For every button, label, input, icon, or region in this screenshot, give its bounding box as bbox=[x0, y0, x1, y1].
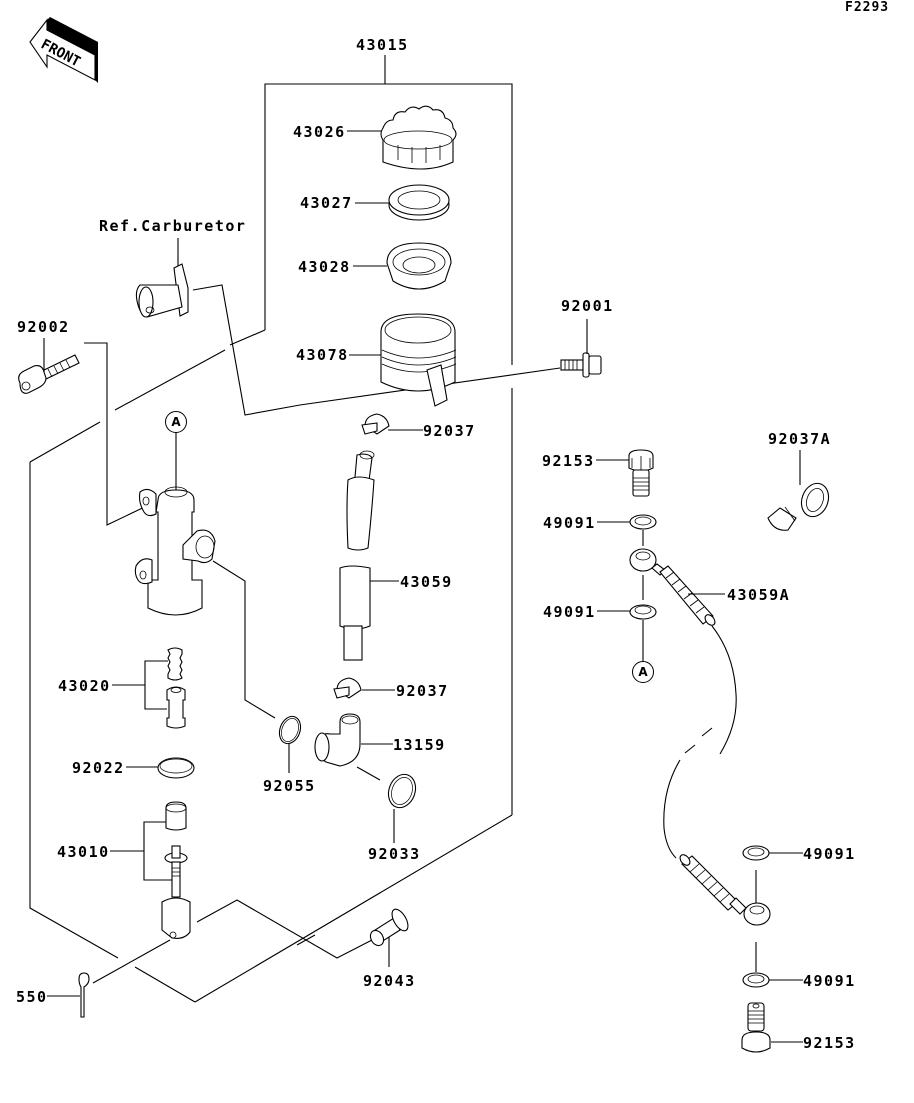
part-label-43059A[interactable]: 43059A bbox=[727, 586, 791, 604]
clevis-pin-icon bbox=[369, 908, 409, 947]
part-label-49091-1[interactable]: 49091 bbox=[543, 514, 596, 532]
piston-kit-icon bbox=[166, 647, 186, 729]
part-label-13159[interactable]: 13159 bbox=[393, 736, 446, 754]
part-label-92022[interactable]: 92022 bbox=[72, 759, 125, 777]
part-label-550[interactable]: 550 bbox=[16, 988, 48, 1006]
part-label-92002[interactable]: 92002 bbox=[17, 318, 70, 336]
master-cylinder-body-icon bbox=[134, 486, 216, 616]
callout-a-hose: A bbox=[632, 661, 654, 683]
part-label-92055[interactable]: 92055 bbox=[263, 777, 316, 795]
part-label-92043[interactable]: 92043 bbox=[363, 972, 416, 990]
cotter-pin-icon bbox=[78, 972, 90, 1018]
part-label-43078[interactable]: 43078 bbox=[296, 346, 349, 364]
part-label-92001[interactable]: 92001 bbox=[561, 297, 614, 315]
washer-2-icon bbox=[629, 604, 657, 620]
part-label-43015[interactable]: 43015 bbox=[356, 36, 409, 54]
diaphragm-icon bbox=[386, 242, 452, 290]
part-label-49091-4[interactable]: 49091 bbox=[803, 972, 856, 990]
part-label-43028[interactable]: 43028 bbox=[298, 258, 351, 276]
part-label-43027[interactable]: 43027 bbox=[300, 194, 353, 212]
part-label-92037A[interactable]: 92037A bbox=[768, 430, 832, 448]
banjo-bolt-upper-icon bbox=[628, 449, 654, 497]
brake-hose-upper-fitting-icon bbox=[629, 548, 716, 626]
reservoir-hose-icon bbox=[339, 450, 375, 661]
cap-plate-icon bbox=[388, 184, 450, 221]
part-label-43010[interactable]: 43010 bbox=[57, 843, 110, 861]
push-rod-icon bbox=[161, 801, 191, 939]
part-label-43059[interactable]: 43059 bbox=[400, 573, 453, 591]
washer-4-icon bbox=[742, 972, 770, 988]
assembly-bracket bbox=[194, 55, 513, 1003]
washer-1-icon bbox=[629, 514, 657, 530]
banjo-bolt-lower-icon bbox=[741, 1002, 771, 1053]
circlip-icon bbox=[387, 773, 417, 809]
hose-elbow-icon bbox=[314, 713, 361, 767]
part-label-92037-lower[interactable]: 92037 bbox=[396, 682, 449, 700]
reference-note: Ref.Carburetor bbox=[99, 217, 247, 235]
front-arrow-icon: FRONT bbox=[29, 17, 98, 83]
snap-ring-icon bbox=[157, 757, 195, 779]
part-label-43020[interactable]: 43020 bbox=[58, 677, 111, 695]
hose-clamp-a-icon bbox=[767, 482, 830, 531]
part-label-92153-upper[interactable]: 92153 bbox=[542, 452, 595, 470]
part-label-49091-3[interactable]: 49091 bbox=[803, 845, 856, 863]
washer-3-icon bbox=[742, 845, 770, 861]
part-label-49091-2[interactable]: 49091 bbox=[543, 603, 596, 621]
bolt-icon bbox=[560, 352, 602, 378]
reservoir-cap-icon bbox=[380, 105, 457, 170]
carburetor-fitting-icon bbox=[135, 263, 189, 318]
part-label-43026[interactable]: 43026 bbox=[293, 123, 346, 141]
part-label-92037-upper[interactable]: 92037 bbox=[423, 422, 476, 440]
o-ring-icon bbox=[278, 715, 302, 745]
callout-a-body: A bbox=[165, 411, 187, 433]
reservoir-tank-icon bbox=[380, 313, 457, 407]
hose-clamp-lower-icon bbox=[333, 677, 362, 699]
frame-lines bbox=[29, 284, 561, 1003]
hose-clamp-upper-icon bbox=[361, 413, 390, 435]
brake-hose-line bbox=[663, 625, 737, 859]
socket-bolt-icon bbox=[18, 354, 80, 394]
diagram-code: F2293 bbox=[845, 0, 890, 15]
part-label-92153-lower[interactable]: 92153 bbox=[803, 1034, 856, 1052]
brake-hose-lower-fitting-icon bbox=[679, 854, 771, 926]
part-label-92033[interactable]: 92033 bbox=[368, 845, 421, 863]
